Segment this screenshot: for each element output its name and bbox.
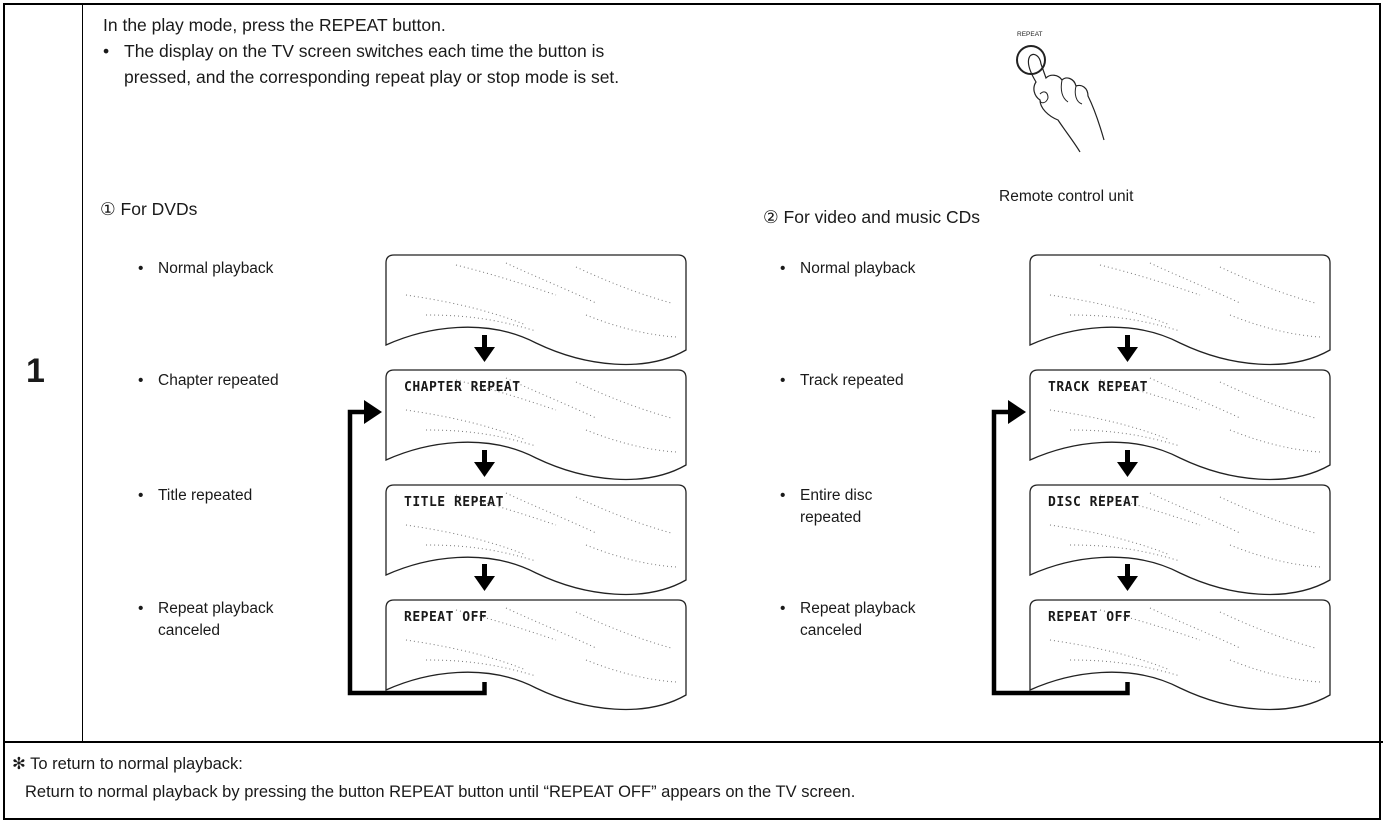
dvd-down-arrows (474, 335, 495, 591)
intro-text: In the play mode, press the REPEAT butto… (103, 12, 619, 90)
return-note: ✻ To return to normal playback: Return t… (12, 750, 855, 806)
hand-pressing-button-icon: REPEAT (1016, 31, 1105, 153)
dvd-screen-chapter: CHAPTER REPEAT (385, 369, 687, 481)
note-heading: To return to normal playback: (30, 755, 243, 773)
cd-down-arrows (1117, 335, 1138, 591)
remote-caption: Remote control unit (999, 188, 1134, 205)
intro-line-1: In the play mode, press the REPEAT butto… (103, 15, 446, 35)
dvd-loop-arrow (347, 409, 487, 696)
dvd-heading: ① For DVDs (100, 199, 198, 219)
cd-screen-off-text: REPEAT OFF (1048, 610, 1131, 625)
dvd-screen-normal (385, 254, 687, 366)
dvd-label-chapter: •Chapter repeated (138, 372, 279, 389)
cd-screen-disc: DISC REPEAT (1029, 484, 1331, 596)
dvd-screen-off: REPEAT OFF (385, 599, 687, 711)
cd-label-off: •Repeat playback canceled (780, 600, 916, 639)
dvd-label-title: •Title repeated (138, 487, 253, 504)
page-frame (3, 3, 1381, 820)
remote-button-label: REPEAT (1017, 31, 1043, 38)
step-number: 1 (26, 352, 45, 390)
cd-screen-track-text: TRACK REPEAT (1048, 380, 1148, 395)
cd-screen-off: REPEAT OFF (1029, 599, 1331, 711)
intro-line-2a: The display on the TV screen switches ea… (124, 41, 605, 61)
cd-loop-arrowhead (1008, 400, 1026, 424)
dvd-label-normal: •Normal playback (138, 260, 274, 277)
intro-line-2b: pressed, and the corresponding repeat pl… (124, 67, 620, 87)
cd-loop-arrow (991, 409, 1130, 696)
cd-label-disc: •Entire disc repeated (780, 487, 873, 526)
note-divider (3, 741, 1383, 743)
cd-label-track: •Track repeated (780, 372, 904, 389)
star-icon: ✻ (12, 755, 26, 773)
cd-label-normal: •Normal playback (780, 260, 916, 277)
dvd-screen-chapter-text: CHAPTER REPEAT (404, 380, 521, 395)
dvd-loop-arrowhead (364, 400, 382, 424)
bullet: • (103, 41, 110, 61)
step-column-divider (82, 3, 83, 741)
dvd-screen-off-text: REPEAT OFF (404, 610, 487, 625)
cd-heading: ② For video and music CDs (763, 207, 981, 227)
cd-screen-disc-text: DISC REPEAT (1048, 495, 1140, 510)
dvd-label-off: •Repeat playback canceled (138, 600, 274, 639)
cd-screen-normal (1029, 254, 1331, 366)
dvd-screen-title-text: TITLE REPEAT (404, 495, 504, 510)
dvd-screen-title: TITLE REPEAT (385, 484, 687, 596)
cd-screen-track: TRACK REPEAT (1029, 369, 1331, 481)
note-body: Return to normal playback by pressing th… (25, 783, 856, 801)
